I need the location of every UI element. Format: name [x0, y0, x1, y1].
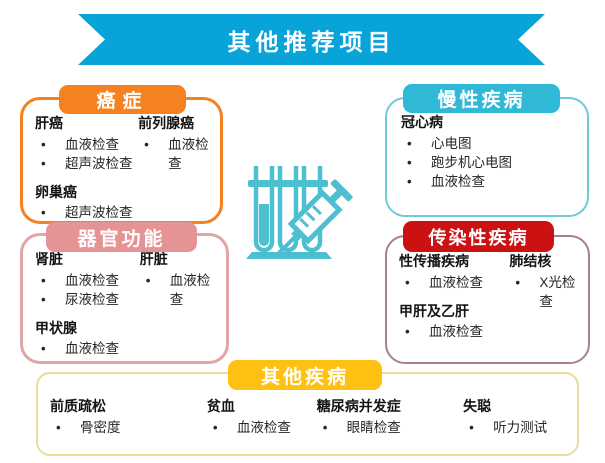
category-content: 前质疏松骨密度贫血血液检查糖尿病并发症眼睛检查失聪听力测试 — [38, 374, 577, 448]
disease-name: 失聪 — [463, 398, 492, 414]
test-item: 血液检查 — [35, 135, 138, 154]
test-list: 血液检查 — [399, 322, 509, 341]
category-header: 慢性疾病 — [403, 84, 560, 113]
category-card-infectious-disease: 传染性疾病 性传播疾病血液检查甲肝及乙肝血液检查肺结核X光检查 — [385, 221, 590, 364]
disease-column: 肺结核 X光检查 — [509, 253, 586, 322]
disease-group: 肾脏血液检查尿液检查 — [35, 251, 140, 309]
category-title: 传染性疾病 — [428, 227, 529, 248]
disease-column: 贫血血液检查 — [207, 398, 317, 448]
test-item: 听力测试 — [463, 418, 573, 437]
category-card-other-disease: 其他疾病 前质疏松骨密度贫血血液检查糖尿病并发症眼睛检查失聪听力测试 — [36, 360, 579, 456]
test-item: 骨密度 — [50, 418, 207, 437]
disease-group: 前质疏松骨密度 — [50, 398, 207, 437]
test-item: 血液检查 — [401, 172, 583, 191]
disease-group: 甲肝及乙肝血液检查 — [399, 303, 509, 342]
test-item: 血液检查 — [399, 322, 509, 341]
disease-name: 冠心病 — [401, 114, 443, 130]
page-title: 其他推荐项目 — [227, 29, 396, 55]
disease-name: 性传播疾病 — [399, 253, 469, 269]
test-item: 血液检查 — [140, 271, 222, 309]
test-item: 血液检查 — [207, 418, 317, 437]
category-title: 慢性疾病 — [437, 90, 526, 111]
disease-column: 冠心病心电图跑步机心电图血液检查 — [401, 114, 583, 202]
disease-column: 失聪听力测试 — [463, 398, 573, 448]
disease-group: 失聪听力测试 — [463, 398, 573, 437]
category-card-cancer: 癌症 肝癌血液检查超声波检查卵巢癌超声波检查前列腺癌血液检查 — [20, 85, 223, 224]
category-header: 传染性疾病 — [403, 221, 554, 252]
category-content: 性传播疾病血液检查甲肝及乙肝血液检查肺结核X光检查 — [387, 237, 588, 352]
test-item: X光检查 — [509, 273, 586, 311]
disease-column: 性传播疾病血液检查甲肝及乙肝血液检查 — [399, 253, 509, 352]
test-list: 血液检查超声波检查 — [35, 135, 138, 173]
test-item: 超声波检查 — [35, 203, 138, 222]
test-item: 血液检查 — [399, 273, 509, 292]
test-list: 血液检查 — [399, 273, 509, 292]
category-header: 癌症 — [59, 85, 186, 114]
test-list: 血液检查尿液检查 — [35, 271, 140, 309]
disease-column: 前质疏松骨密度 — [50, 398, 207, 448]
disease-name: 肺结核 — [509, 253, 552, 269]
disease-name: 肝脏 — [139, 251, 168, 267]
category-card-chronic-disease: 慢性疾病 冠心病心电图跑步机心电图血液检查 — [385, 84, 589, 217]
category-title: 其他疾病 — [260, 366, 349, 388]
disease-group: 肺结核 X光检查 — [509, 253, 586, 311]
test-list: 血液检查 — [35, 339, 140, 358]
test-item: 尿液检查 — [35, 290, 140, 309]
test-tubes-syringe-icon — [246, 162, 356, 270]
disease-group: 前列腺癌血液检查 — [138, 115, 216, 173]
category-content: 冠心病心电图跑步机心电图血液检查 — [387, 99, 587, 202]
test-item: 血液检查 — [35, 339, 140, 358]
disease-group: 甲状腺血液检查 — [35, 320, 140, 359]
test-list: 血液检查 — [140, 271, 222, 309]
category-title: 癌症 — [96, 91, 149, 112]
disease-column: 前列腺癌血液检查 — [138, 115, 216, 184]
test-list: 骨密度 — [50, 418, 207, 437]
disease-group: 肝脏血液检查 — [140, 251, 222, 309]
category-header: 其他疾病 — [228, 360, 382, 390]
disease-group: 肝癌血液检查超声波检查 — [35, 115, 138, 173]
category-title: 器官功能 — [77, 228, 166, 250]
test-list: 血液检查 — [207, 418, 317, 437]
category-content: 肾脏血液检查尿液检查甲状腺血液检查肝脏血液检查 — [23, 236, 226, 369]
disease-name: 卵巢癌 — [35, 183, 77, 200]
test-list: 超声波检查 — [35, 203, 138, 222]
disease-group: 贫血血液检查 — [207, 398, 317, 437]
disease-name: 肝癌 — [35, 115, 63, 131]
disease-name: 前列腺癌 — [138, 115, 195, 131]
disease-name: 糖尿病并发症 — [316, 398, 401, 414]
test-item: 血液检查 — [138, 135, 216, 173]
disease-group: 卵巢癌超声波检查 — [35, 184, 138, 223]
test-list: 眼睛检查 — [317, 418, 463, 437]
disease-column: 糖尿病并发症眼睛检查 — [317, 398, 463, 448]
category-content: 肝癌血液检查超声波检查卵巢癌超声波检查前列腺癌血液检查 — [23, 100, 220, 233]
test-item: 心电图 — [401, 134, 583, 153]
disease-name: 甲状腺 — [35, 319, 77, 336]
disease-name: 甲肝及乙肝 — [399, 302, 469, 319]
test-list: 听力测试 — [463, 418, 573, 437]
test-list: X光检查 — [509, 273, 586, 311]
disease-column: 肾脏血液检查尿液检查甲状腺血液检查 — [35, 251, 140, 369]
disease-group: 冠心病心电图跑步机心电图血液检查 — [401, 114, 583, 191]
disease-name: 肾脏 — [35, 251, 63, 267]
disease-column: 肝脏血液检查 — [140, 251, 222, 320]
title-ribbon: 其他推荐项目 — [78, 14, 545, 65]
disease-name: 前质疏松 — [50, 398, 106, 414]
test-item: 血液检查 — [35, 271, 140, 290]
test-list: 心电图跑步机心电图血液检查 — [401, 134, 583, 192]
disease-group: 性传播疾病血液检查 — [399, 253, 509, 292]
disease-column: 肝癌血液检查超声波检查卵巢癌超声波检查 — [35, 115, 138, 233]
category-header: 器官功能 — [46, 222, 197, 252]
test-list: 血液检查 — [138, 135, 216, 173]
test-item: 眼睛检查 — [317, 418, 463, 437]
category-card-organ-function: 器官功能 肾脏血液检查尿液检查甲状腺血液检查肝脏血液检查 — [20, 222, 229, 364]
disease-group: 糖尿病并发症眼睛检查 — [317, 398, 463, 437]
test-item: 跑步机心电图 — [401, 153, 583, 172]
test-item: 超声波检查 — [35, 154, 138, 173]
disease-name: 贫血 — [206, 398, 235, 414]
